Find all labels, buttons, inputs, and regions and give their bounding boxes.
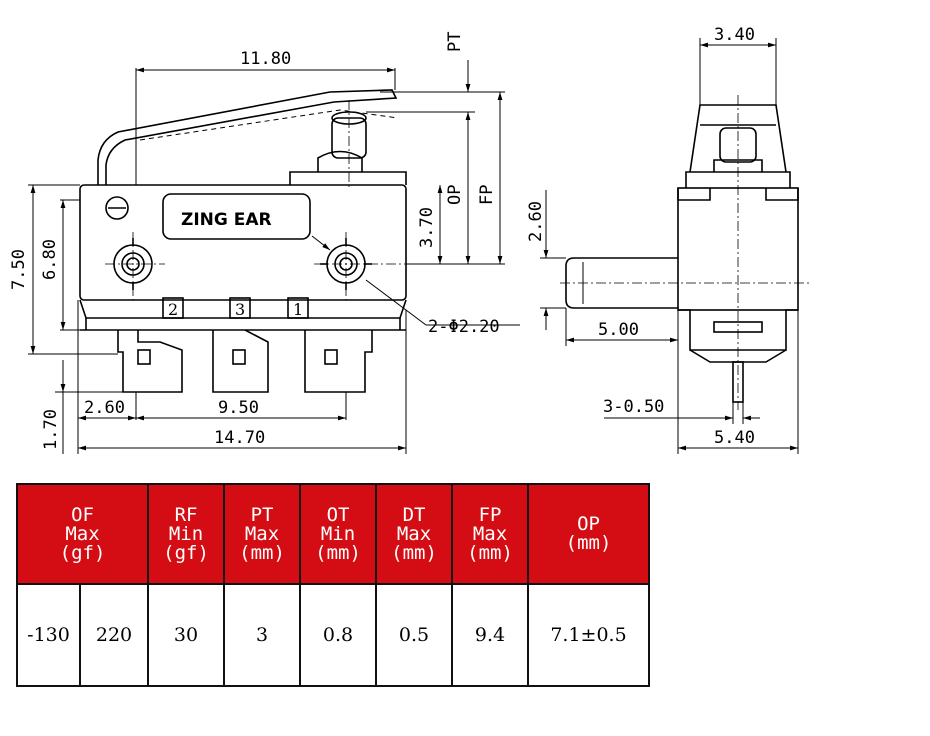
dim-overall-length: 11.80 xyxy=(240,49,291,69)
dim-pin-pitch: 9.50 xyxy=(218,398,259,418)
side-view xyxy=(565,104,799,403)
value-ot: 0.8 xyxy=(299,583,378,687)
front-view xyxy=(79,89,407,393)
value-pt: 3 xyxy=(223,583,302,687)
brand-label-box xyxy=(162,193,311,240)
value-rf: 30 xyxy=(147,583,226,687)
dim-body-len: 14.70 xyxy=(214,428,265,448)
dim-actuator-len: 5.00 xyxy=(598,320,639,340)
plunger xyxy=(317,150,363,172)
value-of-max: 220 xyxy=(78,583,150,687)
dim-holes: 2-Φ2.20 xyxy=(428,317,500,337)
pin-label-3: 3 xyxy=(235,300,245,319)
header-op: OP(mm) xyxy=(527,483,651,585)
switch-body xyxy=(79,184,407,301)
terminal-2 xyxy=(117,330,183,393)
dim-op: OP xyxy=(445,185,465,205)
dim-body-width: 5.40 xyxy=(714,428,755,448)
dim-fp: FP xyxy=(477,185,497,205)
switch-drawing: ZING EAR 2 3 1 11.80 7.50 6.80 1.70 2.60… xyxy=(9,25,810,454)
brand-label: ZING EAR xyxy=(181,210,272,230)
value-op: 7.1±0.5 xyxy=(527,583,651,687)
pin-label-1: 1 xyxy=(293,300,303,319)
value-fp: 9.4 xyxy=(451,583,530,687)
lever xyxy=(97,89,398,185)
dim-height-b: 6.80 xyxy=(40,239,60,280)
value-of-min: -130 xyxy=(16,583,81,687)
dim-pt: PT xyxy=(445,32,465,52)
dim-height-a: 7.50 xyxy=(9,249,29,290)
terminal-3 xyxy=(212,329,269,393)
value-dt: 0.5 xyxy=(375,583,454,687)
dim-pin-off: 2.60 xyxy=(84,398,125,418)
dim-terminal: 3-0.50 xyxy=(603,397,664,417)
terminal-1 xyxy=(304,330,373,393)
dim-top-width: 3.40 xyxy=(714,25,755,45)
table-row: -130 220 30 3 0.8 0.5 9.4 7.1±0.5 xyxy=(16,583,651,687)
dim-actuator-h: 2.60 xyxy=(526,201,546,242)
pin-label-2: 2 xyxy=(168,300,178,319)
dim-hole-height: 3.70 xyxy=(417,207,437,248)
dim-pin-len: 1.70 xyxy=(41,409,61,450)
